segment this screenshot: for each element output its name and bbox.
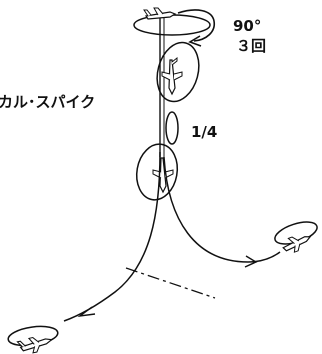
rotation-arrow xyxy=(177,9,216,42)
maneuver-name-label: カル･スパイク xyxy=(0,93,95,111)
fraction-label: 1/4 xyxy=(191,123,217,141)
top-roll-circle xyxy=(133,14,211,36)
left-path-arrowhead-icon xyxy=(77,306,96,318)
aircraft-icon-lower xyxy=(152,157,174,194)
aircraft-icon-bottom xyxy=(16,337,54,354)
rotation-angle-label: 90° xyxy=(233,17,261,35)
upper-vertical-loop xyxy=(156,41,200,103)
lower-vertical-loop xyxy=(135,143,179,201)
aircraft-icon-right xyxy=(282,236,312,253)
aircraft-icon-upper xyxy=(161,56,183,96)
reference-line xyxy=(125,267,216,299)
rotation-count-label: ３回 xyxy=(236,37,266,55)
aircraft-icon-top xyxy=(143,7,177,20)
left-flight-path xyxy=(63,151,161,322)
right-flight-path xyxy=(163,156,281,263)
right-path-arrowhead-icon xyxy=(244,255,258,268)
direction-arrowhead-icon xyxy=(188,35,202,47)
quarter-roll-marker xyxy=(165,111,179,145)
